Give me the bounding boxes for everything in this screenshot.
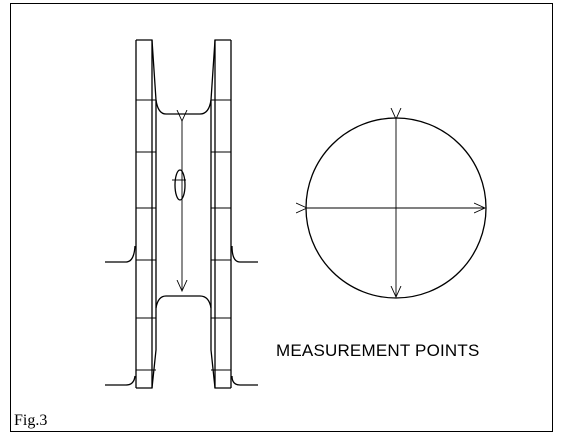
hub-hole xyxy=(174,169,186,201)
shaft-stubs xyxy=(105,245,258,386)
hub-body xyxy=(155,99,212,309)
right-flange xyxy=(210,39,232,389)
figure-caption: Fig.3 xyxy=(14,412,48,429)
measurement-points-label: MEASUREMENT POINTS xyxy=(276,341,480,360)
figure-frame xyxy=(10,3,553,432)
left-flange xyxy=(135,39,157,389)
